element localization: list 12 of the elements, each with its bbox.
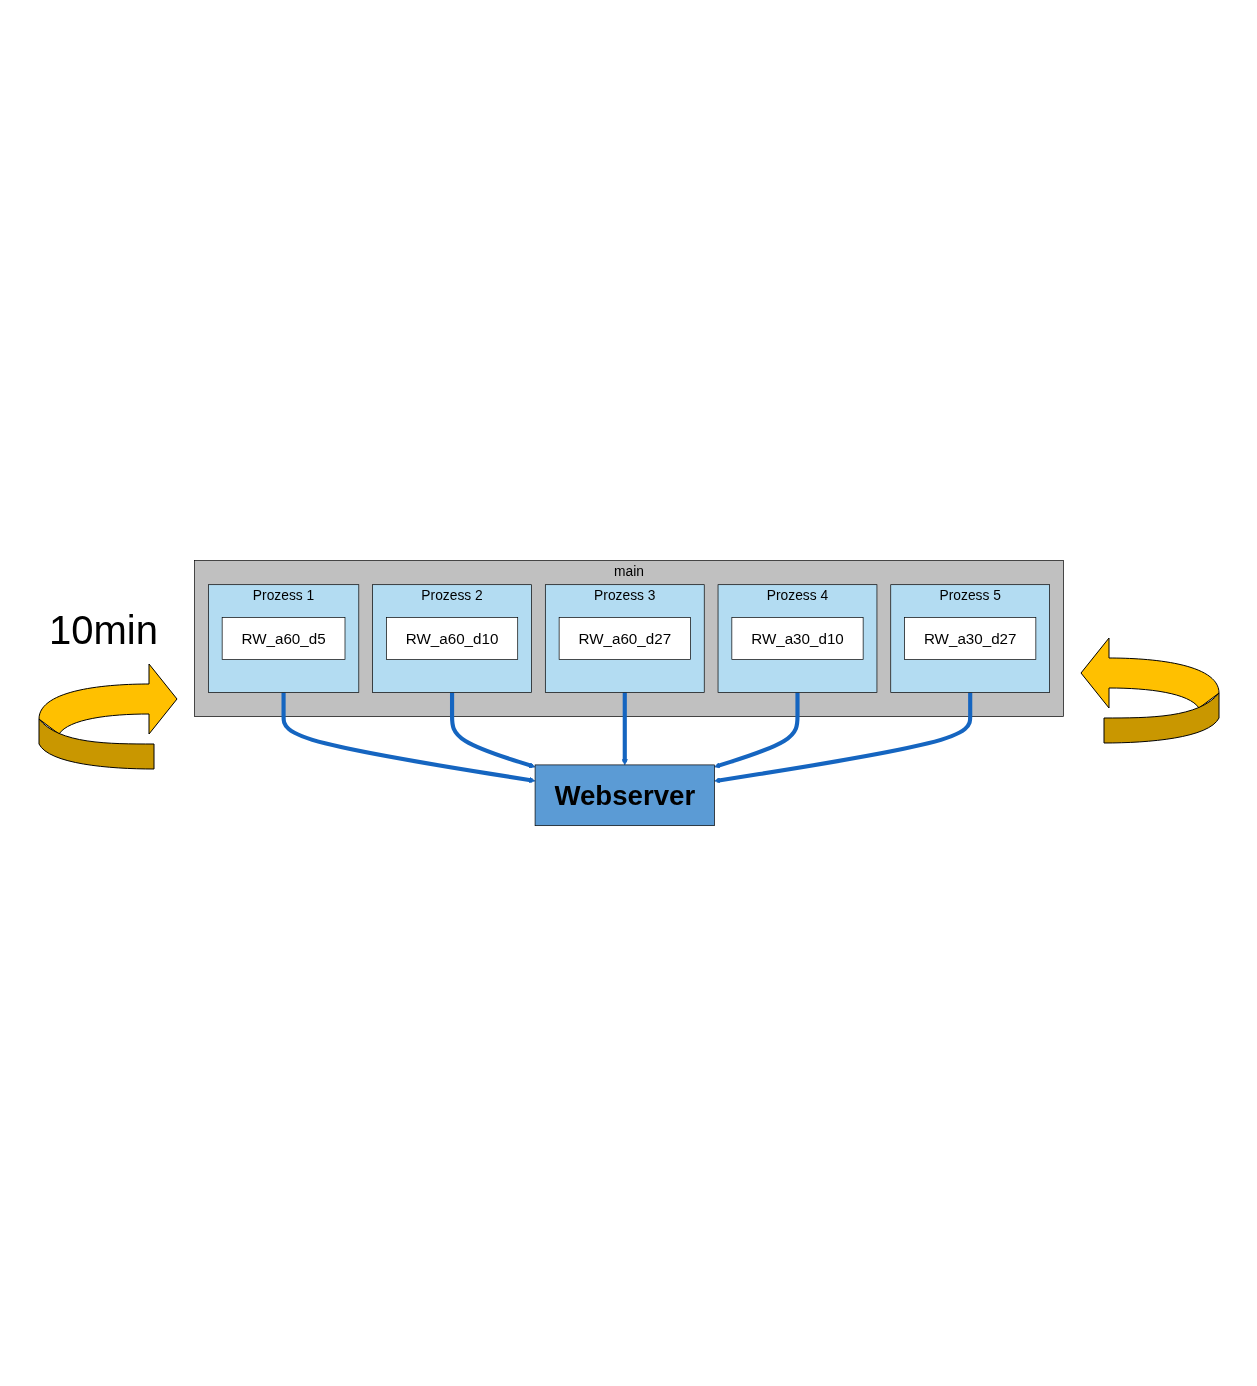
node-box: RW_a60_d5	[221, 617, 345, 660]
arrow	[713, 692, 972, 784]
arrow	[449, 692, 535, 769]
cycle-label: 10min	[49, 607, 158, 653]
arrow	[713, 692, 800, 769]
arrow	[281, 692, 535, 783]
node-box: RW_a60_d27	[558, 617, 691, 660]
node-box: RW_a30_d27	[903, 617, 1036, 660]
node-box: RW_a30_d10	[731, 617, 863, 660]
node-box: Webserver	[534, 764, 715, 826]
node-box: RW_a60_d10	[385, 617, 518, 660]
arrow	[621, 692, 628, 766]
